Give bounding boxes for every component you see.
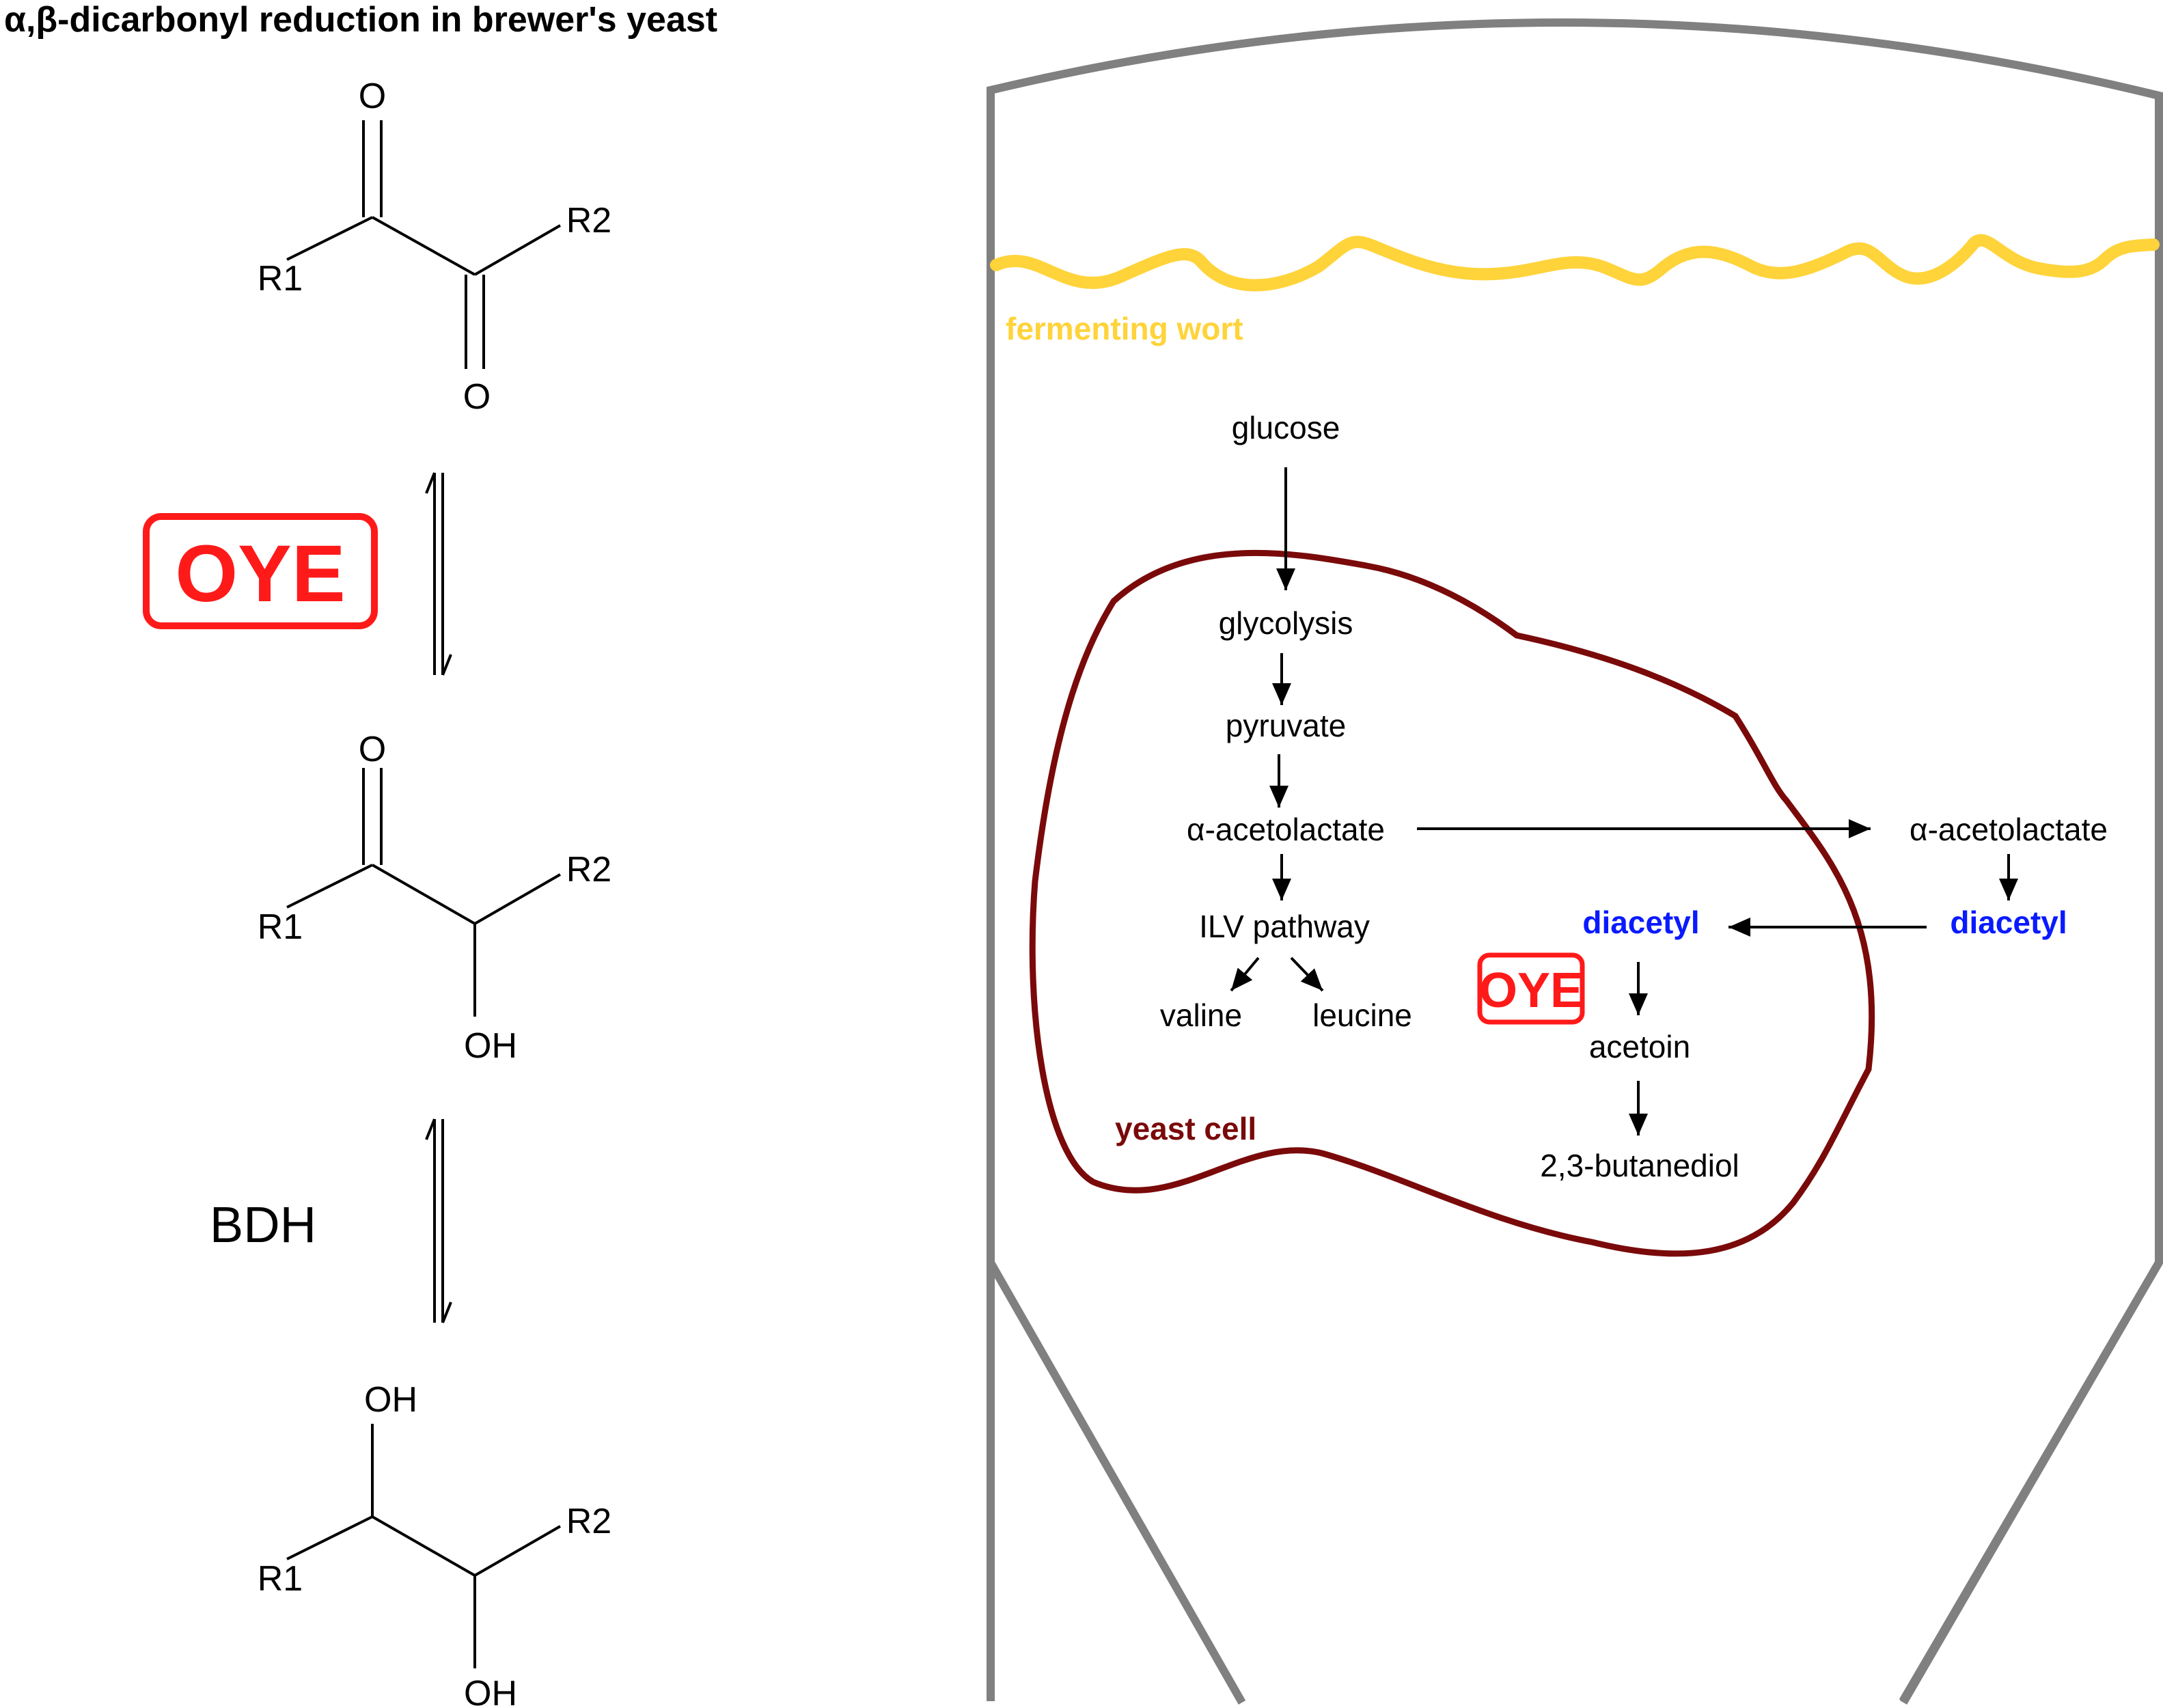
node-diacetyl-intracellular: diacetyl — [1582, 905, 1699, 940]
diol-structure: OH OH R1 R2 — [258, 1380, 611, 1708]
yeast-cell-label: yeast cell — [1115, 1111, 1256, 1146]
diketone-r2: R2 — [566, 201, 611, 240]
yeast-cell-membrane — [1029, 549, 1875, 1257]
fermenting-wort-label: fermenting wort — [1006, 311, 1243, 346]
node-glucose: glucose — [1232, 410, 1340, 445]
diol-r1: R1 — [258, 1559, 303, 1599]
oye-small-label: OYE — [1479, 963, 1583, 1018]
diol-r2: R2 — [566, 1502, 611, 1541]
oye-enzyme-label: OYE — [175, 529, 345, 619]
hydroxyketone-r2: R2 — [566, 850, 611, 890]
wort-surface-line — [990, 234, 2160, 292]
diol-oh-top: OH — [364, 1380, 417, 1420]
arrow-ilv-to-valine — [1230, 956, 1260, 992]
oye-enzyme-box: OYE — [143, 513, 378, 629]
hydroxyketone-oh: OH — [464, 1026, 517, 1066]
bdh-enzyme-label: BDH — [210, 1196, 316, 1253]
node-pyruvate: pyruvate — [1226, 708, 1346, 743]
diketone-r1: R1 — [258, 259, 303, 299]
equilibrium-arrow-oye — [425, 472, 452, 676]
node-glycolysis: glycolysis — [1219, 605, 1353, 641]
diketone-structure: O O R1 R2 — [258, 77, 611, 417]
node-acetolactate-extracellular: α-acetolactate — [1910, 812, 2108, 847]
diol-oh-bottom: OH — [464, 1674, 517, 1708]
node-acetolactate-intracellular: α-acetolactate — [1187, 812, 1385, 847]
node-butanediol: 2,3-butanediol — [1540, 1148, 1739, 1183]
hydroxyketone-oxygen: O — [359, 730, 386, 769]
diketone-oxygen-bottom: O — [463, 377, 491, 417]
node-ilv-pathway: ILV pathway — [1199, 909, 1370, 944]
metabolic-pathway: glucose glycolysis pyruvate α-acetolacta… — [1160, 410, 2108, 1183]
equilibrium-arrow-bdh — [425, 1118, 452, 1323]
fermenter-vessel — [987, 18, 2163, 1705]
arrow-ilv-to-leucine — [1290, 956, 1324, 992]
diketone-oxygen-top: O — [359, 77, 386, 116]
node-acetoin: acetoin — [1589, 1029, 1690, 1064]
node-valine: valine — [1160, 997, 1242, 1033]
node-leucine: leucine — [1312, 997, 1412, 1033]
reaction-scheme: O O R1 R2 OYE O OH R1 R2 — [143, 77, 611, 1708]
diagram-title: α,β-dicarbonyl reduction in brewer's yea… — [4, 0, 717, 40]
hydroxyketone-structure: O OH R1 R2 — [258, 730, 611, 1066]
oye-small-box: OYE — [1477, 952, 1585, 1025]
hydroxyketone-r1: R1 — [258, 907, 303, 947]
node-diacetyl-extracellular: diacetyl — [1950, 905, 2067, 940]
